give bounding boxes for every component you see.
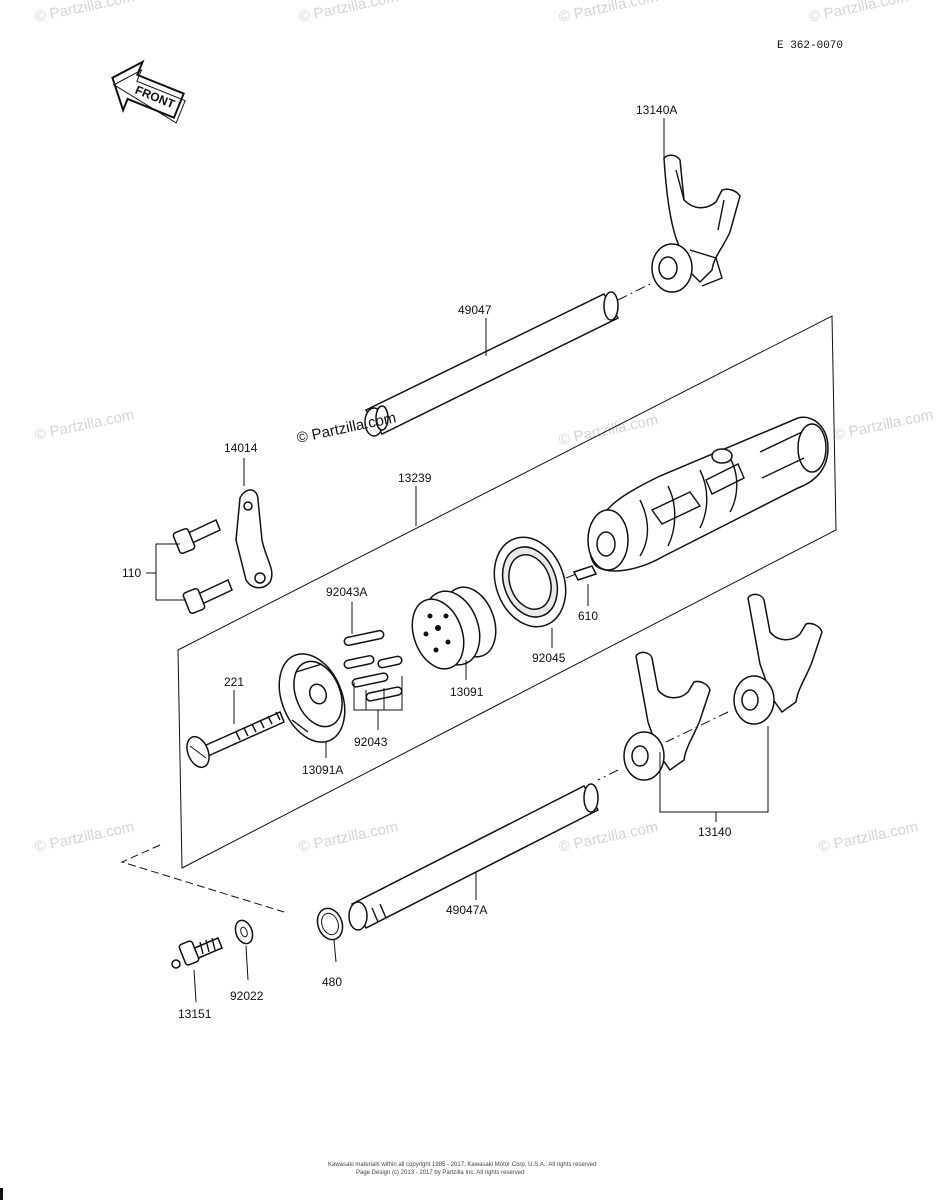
shift-rod-49047	[364, 283, 651, 437]
label-13091A: 13091A	[302, 763, 343, 777]
label-92043: 92043	[354, 735, 388, 749]
label-13140: 13140	[698, 825, 732, 839]
lower-group-outline	[120, 844, 285, 913]
label-13091: 13091	[450, 685, 484, 699]
washer-92022	[234, 919, 254, 981]
leader-lines	[233, 118, 665, 900]
watermark: © Partzilla.com	[807, 0, 909, 26]
screw-221	[186, 710, 285, 769]
watermark: © Partzilla.com	[297, 818, 399, 856]
watermark: © Partzilla.com	[33, 406, 135, 444]
part-labels: 13140A 49047 14014 13239 110 92043A 610 …	[122, 103, 732, 1021]
shift-forks-13140	[597, 593, 823, 822]
copyright-line: Kawasaki materials within all copyright …	[328, 1162, 596, 1168]
corner-mark	[0, 1188, 3, 1200]
watermark: © Partzilla.com	[832, 406, 934, 444]
diagram-code: E 362-0070	[777, 40, 843, 52]
label-480: 480	[322, 975, 342, 989]
label-221: 221	[224, 675, 244, 689]
watermark: © Partzilla.com	[557, 0, 659, 26]
label-92022: 92022	[230, 989, 264, 1003]
copyright-line: Page Design (c) 2013 - 2017 by Partzilla…	[356, 1170, 524, 1176]
front-arrow-badge: FRONT	[111, 59, 186, 124]
neutral-switch-13151	[171, 937, 223, 1003]
drum-assembly-panel	[177, 315, 837, 869]
label-49047: 49047	[458, 303, 492, 317]
watermark: © Partzilla.com	[817, 818, 919, 856]
label-13239: 13239	[398, 471, 432, 485]
watermark: © Partzilla.com	[297, 0, 399, 26]
watermark: © Partzilla.com	[33, 0, 135, 26]
label-49047A: 49047A	[446, 903, 487, 917]
shift-drum-13239	[587, 416, 829, 572]
pin-610	[565, 565, 598, 581]
shift-fork-13140A	[651, 154, 741, 293]
pins-92043-set	[343, 629, 403, 711]
label-92045: 92045	[532, 651, 566, 665]
label-610: 610	[578, 609, 598, 623]
circlip-480	[316, 907, 344, 963]
label-14014: 14014	[224, 441, 258, 455]
watermark: © Partzilla.com	[557, 818, 659, 856]
label-13140A: 13140A	[636, 103, 677, 117]
label-13151: 13151	[178, 1007, 212, 1021]
cam-plate-13091A	[278, 653, 346, 743]
positioning-plate-14014	[235, 489, 273, 589]
shift-rod-49047A	[348, 783, 600, 931]
bearing-92045	[493, 536, 567, 628]
copyright-footer: Kawasaki materials within all copyright …	[328, 1162, 596, 1176]
label-92043A: 92043A	[326, 585, 367, 599]
watermark: © Partzilla.com	[33, 818, 135, 856]
pin-holder-13091	[411, 586, 497, 670]
center-watermark: © Partzilla.com	[295, 409, 397, 447]
bolts-110	[146, 518, 233, 615]
label-110: 110	[122, 566, 141, 580]
